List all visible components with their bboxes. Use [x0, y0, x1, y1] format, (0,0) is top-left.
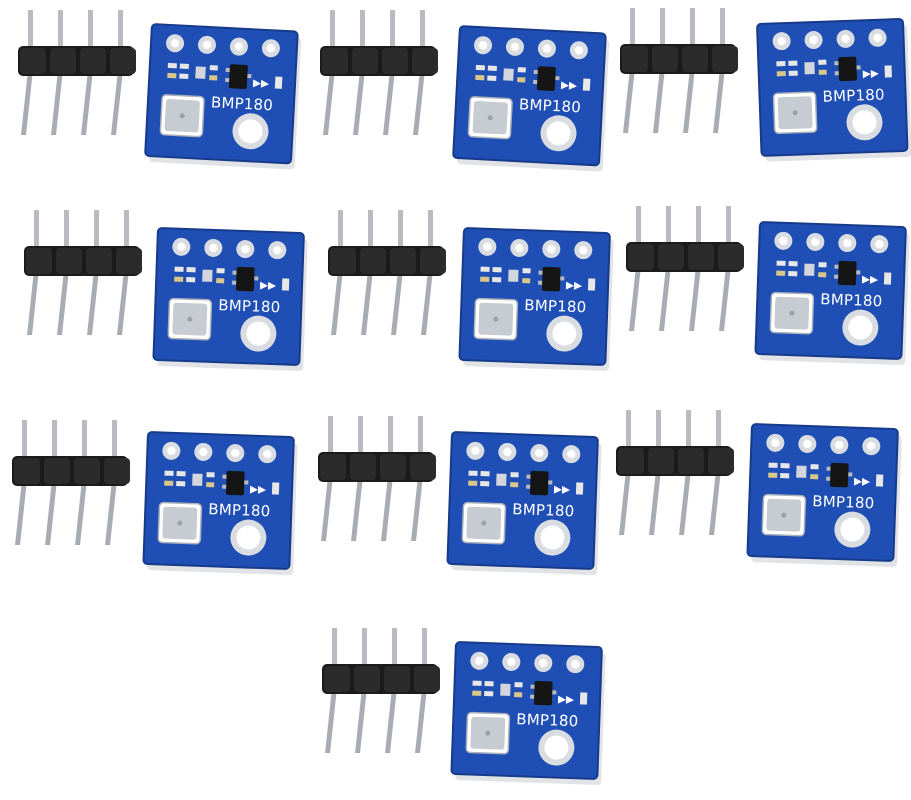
board-7: BMP180	[142, 431, 299, 577]
board-6: BMP180	[754, 221, 911, 367]
board-3: BMP180	[756, 17, 911, 163]
board-5: BMP180	[458, 227, 615, 373]
board-9: BMP180	[746, 423, 903, 569]
board-4-label: BMP180	[218, 296, 281, 316]
board-6-label: BMP180	[820, 290, 883, 310]
board-7-label: BMP180	[208, 500, 271, 520]
board-8: BMP180	[446, 431, 603, 577]
board-8-label: BMP180	[512, 500, 575, 520]
board-5-label: BMP180	[524, 296, 587, 316]
board-10-label: BMP180	[516, 710, 579, 730]
board-2-label: BMP180	[519, 95, 582, 116]
board-3-label: BMP180	[822, 86, 885, 106]
board-9-label: BMP180	[812, 492, 875, 512]
board-10: BMP180	[450, 641, 607, 787]
board-1: BMP180	[143, 23, 303, 171]
board-1-label: BMP180	[211, 93, 274, 114]
board-2: BMP180	[451, 25, 611, 173]
board-4: BMP180	[152, 227, 309, 373]
